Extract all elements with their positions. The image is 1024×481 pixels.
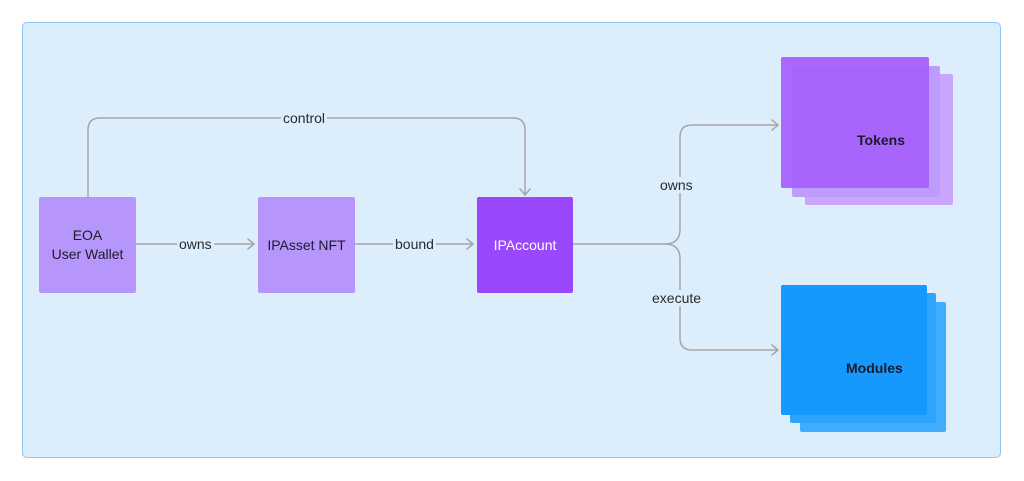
eoa-user-wallet-node: EOA User Wallet bbox=[39, 197, 136, 293]
owns-tokens-edge-label: owns bbox=[658, 177, 695, 193]
execute-edge-label: execute bbox=[650, 290, 704, 306]
modules-arrowhead bbox=[771, 344, 779, 356]
bound-arrowhead bbox=[466, 238, 474, 250]
control-edge-label: control bbox=[281, 110, 328, 126]
bound-edge-label: bound bbox=[393, 236, 436, 252]
owns-arrowhead bbox=[247, 238, 255, 250]
tokens-label: Tokens bbox=[857, 132, 905, 148]
owns-edge-label: owns bbox=[177, 236, 214, 252]
tokens-arrowhead bbox=[771, 119, 779, 131]
user-wallet-label: User Wallet bbox=[51, 246, 124, 262]
ipaccount-node: IPAccount bbox=[477, 197, 573, 293]
ipaccount-label: IPAccount bbox=[493, 236, 557, 253]
tokens-layer-front bbox=[781, 57, 929, 188]
modules-label: Modules bbox=[846, 360, 903, 376]
modules-connector bbox=[664, 243, 779, 351]
modules-layer-front bbox=[781, 285, 927, 415]
control-arrowhead bbox=[519, 188, 531, 196]
ipasset-nft-node: IPAsset NFT bbox=[258, 197, 355, 293]
eoa-label: EOA bbox=[72, 227, 103, 243]
control-connector bbox=[87, 117, 526, 198]
ipasset-nft-label: IPAsset NFT bbox=[267, 236, 346, 253]
